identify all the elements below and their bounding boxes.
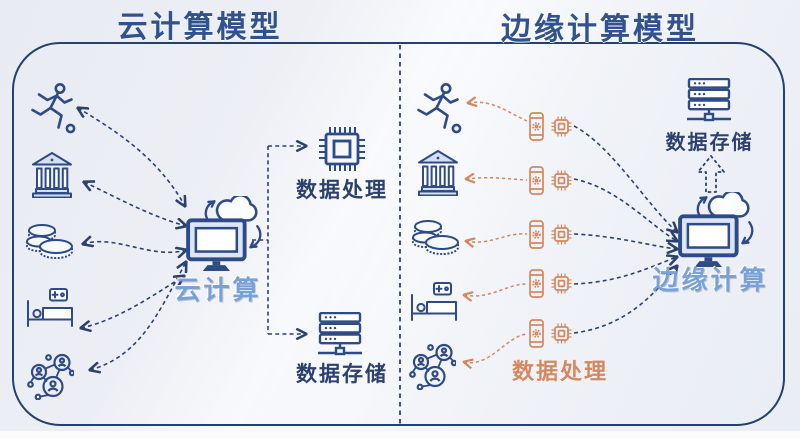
chip-icon <box>551 170 572 191</box>
coins-icon <box>26 224 73 259</box>
bank-icon <box>418 150 458 196</box>
smartphone-icon <box>529 112 544 141</box>
edge-computing-hub-icon <box>678 192 755 268</box>
chip-icon <box>551 116 572 137</box>
hospital-bed-icon <box>411 282 457 321</box>
right-panel-title: 边缘计算模型 <box>501 13 699 46</box>
cloud-computing-hub-icon <box>186 196 263 272</box>
chip-icon <box>551 323 572 344</box>
smartphone-icon <box>529 269 544 298</box>
people-network-icon <box>409 343 456 390</box>
smartphone-icon <box>529 319 544 348</box>
bank-icon <box>32 152 72 198</box>
right-processing-label: 数据处理 <box>511 359 608 384</box>
left-panel-title: 云计算模型 <box>117 11 283 44</box>
diagram-border <box>12 42 785 426</box>
people-network-icon <box>27 353 74 400</box>
cloud-hub-label: 云计算 <box>174 275 262 305</box>
smartphone-icon <box>529 220 544 249</box>
server-icon <box>686 78 732 122</box>
left-processing-label: 数据处理 <box>296 179 388 202</box>
chip-icon <box>551 273 572 294</box>
edge-hub-label: 边缘计算 <box>652 265 769 295</box>
server-icon <box>317 312 363 356</box>
left-storage-label: 数据存储 <box>296 363 388 386</box>
right-storage-label: 数据存储 <box>665 132 754 154</box>
runner-icon <box>31 83 76 134</box>
chip-icon <box>551 224 572 245</box>
bottom-margin <box>0 431 800 439</box>
cpu-chip-icon <box>318 126 366 172</box>
runner-icon <box>417 83 462 134</box>
hospital-bed-icon <box>27 288 73 327</box>
smartphone-icon <box>529 166 544 195</box>
coins-icon <box>412 220 459 255</box>
